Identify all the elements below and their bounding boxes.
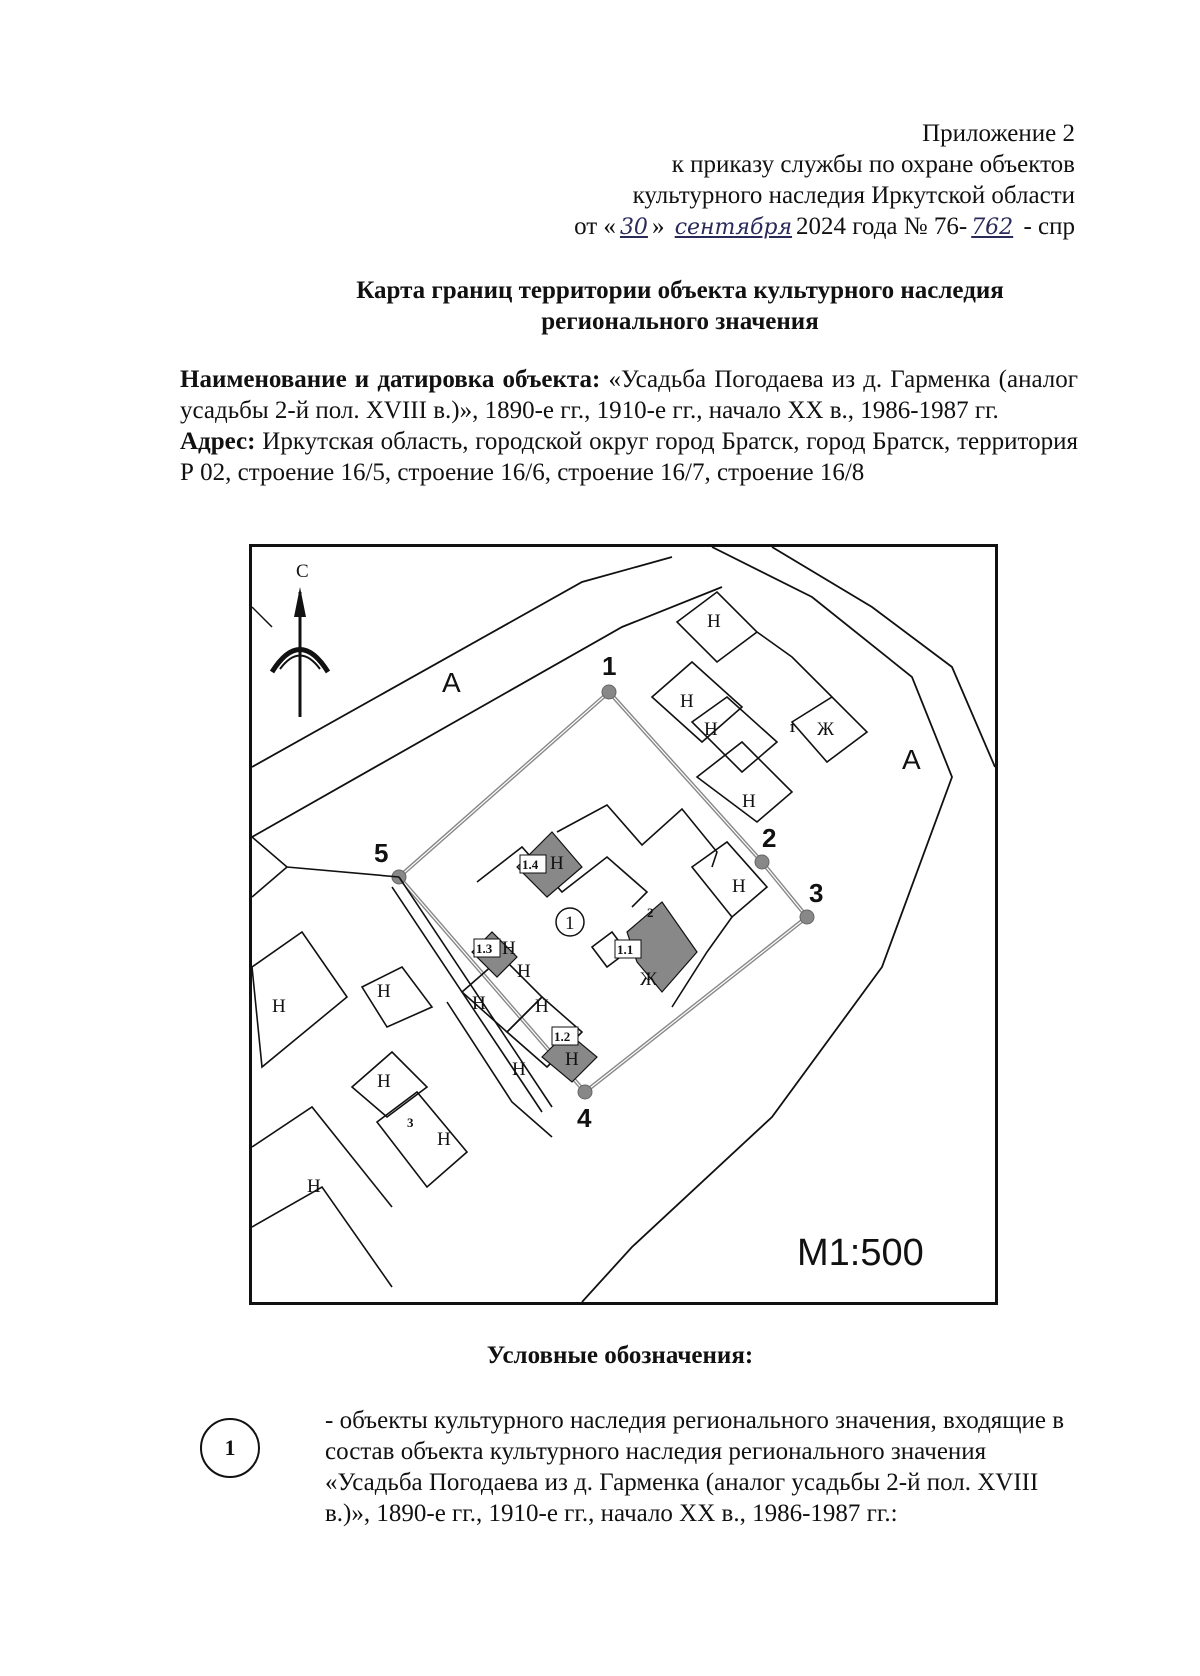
appendix-line-1: Приложение 2 (922, 120, 1075, 147)
title-line-1: Карта границ территории объекта культурн… (356, 277, 1004, 304)
boundary-point-5: 5 (374, 838, 388, 868)
road-label-right: А (902, 744, 921, 775)
building-label-w3: Н (377, 1071, 391, 1092)
handwritten-day: 30 (619, 215, 648, 240)
object-name-paragraph: Наименование и датировка объекта: «Усадь… (180, 364, 1078, 426)
address-label: Адрес: (180, 428, 256, 455)
heritage-tag-1-3: 1.3 (476, 941, 493, 956)
title-line-2: регионального значения (541, 308, 819, 335)
road-label-left: А (442, 667, 461, 698)
neighbour-buildings-ne (650, 590, 869, 824)
north-arrow-icon (269, 587, 331, 717)
building-label-w4: Н (437, 1129, 451, 1150)
heritage-tag-1-2: 1.2 (554, 1029, 570, 1044)
left-parcels (252, 836, 553, 1288)
road-edge-4 (771, 547, 995, 768)
internal-buildings (460, 803, 769, 1069)
legend-text: - объекты культурного наследия региональ… (325, 1407, 1065, 1527)
building-label-inner-1: Н (517, 961, 531, 982)
corner-line (252, 606, 273, 628)
building-label-ne1: Н (707, 611, 721, 632)
document-title: Карта границ территории объекта культурн… (0, 275, 1200, 337)
building-label-zh-1-1: Ж (640, 969, 658, 990)
heritage-building-1-4 (516, 831, 583, 898)
boundary-point-2: 2 (762, 823, 776, 853)
building-label-h-1-3: Н (502, 938, 516, 959)
road-edge-1 (252, 556, 673, 768)
address-paragraph: Адрес: Иркутская область, городской окру… (180, 426, 1078, 488)
building-label-east: Н (732, 876, 746, 897)
boundary-point-markers (391, 684, 815, 1100)
building-label-ne3: Н (704, 719, 718, 740)
heritage-tag-1-4: 1.4 (522, 857, 539, 872)
heritage-tag-1-1: 1.1 (617, 942, 633, 957)
parcel-number-2: 2 (647, 905, 654, 920)
map-svg: С А А Н Н Н Н 1 Ж (252, 547, 995, 1302)
parcel-number-1: 1 (789, 720, 796, 735)
territory-boundary-inner (398, 691, 808, 1093)
boundary-point-3: 3 (809, 878, 823, 908)
building-label-inner-3: Н (472, 993, 486, 1014)
order-suffix: - спр (1017, 213, 1075, 240)
legend-object-circle-icon: 1 (200, 1418, 260, 1478)
object-circle-number: 1 (565, 913, 575, 934)
object-name-value: «Усадьба Погодаева из д. Гарменка (анало… (180, 366, 1078, 424)
date-year: 2024 года № 76- (796, 213, 968, 240)
building-label-w2: Н (377, 981, 391, 1002)
boundary-map: С А А Н Н Н Н 1 Ж (249, 544, 998, 1305)
north-label: С (296, 561, 309, 582)
heritage-tags (473, 854, 642, 1046)
building-label-w6: Н (307, 1176, 321, 1197)
building-label-w1: Н (272, 996, 286, 1017)
appendix-header: Приложение 2 к приказу службы по охране … (574, 118, 1075, 243)
object-description: Наименование и датировка объекта: «Усадь… (180, 364, 1078, 488)
territory-boundary (396, 689, 810, 1095)
handwritten-order-number: 762 (971, 215, 1014, 240)
object-circle-icon (555, 907, 585, 937)
building-label-h-1-4: Н (550, 853, 564, 874)
building-label-h-1-2: Н (565, 1049, 579, 1070)
road-edge-2 (252, 586, 723, 838)
object-name-label: Наименование и датировка объекта: (180, 366, 601, 393)
map-scale: М1:500 (797, 1232, 924, 1274)
boundary-point-4: 4 (577, 1103, 592, 1133)
appendix-line-2: к приказу службы по охране объектов (671, 151, 1075, 178)
building-label-w5: Н (512, 1059, 526, 1080)
appendix-line-3: культурного наследия Иркутской области (632, 182, 1075, 209)
parcel-number-3: 3 (407, 1115, 414, 1130)
road-edge-3 (581, 547, 953, 1302)
date-mid: » (651, 213, 665, 240)
handwritten-month: сентября (674, 215, 793, 240)
building-label-ne-residential: Ж (817, 719, 835, 740)
legend-title: Условные обозначения: (486, 1342, 754, 1369)
date-prefix: от « (574, 213, 616, 240)
building-label-ne2: Н (680, 691, 694, 712)
boundary-point-1: 1 (602, 651, 616, 681)
building-label-ne4: Н (742, 791, 756, 812)
building-label-inner-2: Н (535, 996, 549, 1017)
address-value: Иркутская область, городской округ город… (180, 428, 1078, 486)
legend-symbol-number: 1 (224, 1435, 236, 1460)
